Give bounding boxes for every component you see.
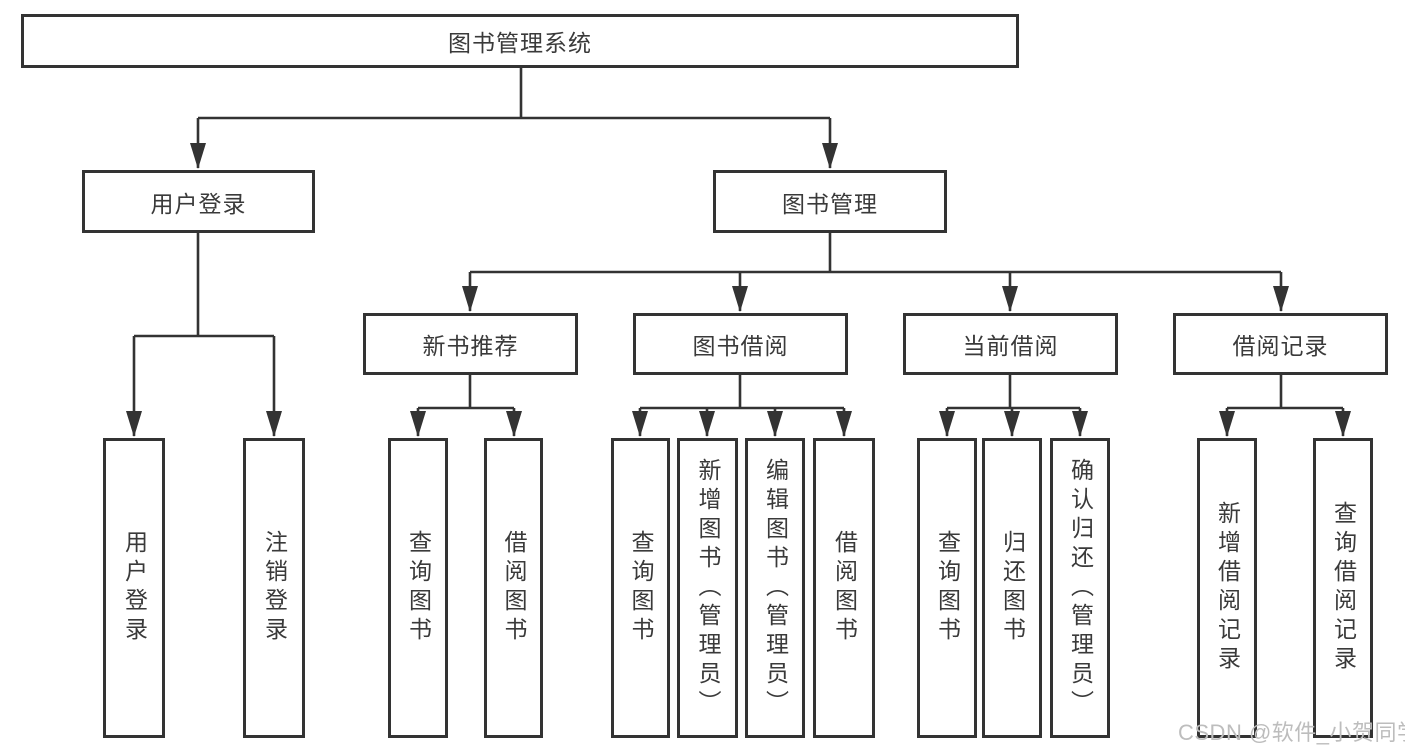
node-label: 注销登录 <box>261 530 288 646</box>
node-label: 新书推荐 <box>422 333 519 359</box>
node-label: 借阅图书 <box>501 530 527 646</box>
node-leaf-query-books-current: 查询图书 <box>917 438 977 738</box>
node-leaf-add-book-admin: 新增图书（管理员） <box>677 438 738 738</box>
node-user-login: 用户登录 <box>82 170 315 233</box>
node-library-system: 图书管理系统 <box>21 14 1019 68</box>
node-label: 当前借阅 <box>962 333 1059 359</box>
node-label: 图书借阅 <box>692 333 789 359</box>
node-label: 新增借阅记录 <box>1214 501 1241 675</box>
node-label: 查询借阅记录 <box>1330 501 1357 675</box>
node-label: 新增图书（管理员） <box>695 457 721 719</box>
node-label: 查询图书 <box>405 530 432 646</box>
node-book-management: 图书管理 <box>713 170 947 233</box>
node-new-book-recommend: 新书推荐 <box>363 313 578 375</box>
node-label: 用户登录 <box>121 530 148 646</box>
node-current-borrow: 当前借阅 <box>903 313 1118 375</box>
node-leaf-borrow-books-recommend: 借阅图书 <box>484 438 543 738</box>
watermark: CSDN @软件_小贺同学 <box>1178 720 1405 745</box>
node-label: 编辑图书（管理员） <box>762 457 789 719</box>
node-label: 借阅图书 <box>831 530 858 646</box>
node-borrow-records: 借阅记录 <box>1173 313 1388 375</box>
node-leaf-add-borrow-record: 新增借阅记录 <box>1197 438 1257 738</box>
node-leaf-logout: 注销登录 <box>243 438 305 738</box>
node-label: 借阅记录 <box>1232 333 1329 359</box>
node-leaf-query-books-borrow: 查询图书 <box>611 438 670 738</box>
node-leaf-query-books-recommend: 查询图书 <box>388 438 448 738</box>
node-leaf-edit-book-admin: 编辑图书（管理员） <box>745 438 805 738</box>
node-book-borrow: 图书借阅 <box>633 313 848 375</box>
node-leaf-user-login: 用户登录 <box>103 438 165 738</box>
node-label: 确认归还（管理员） <box>1067 457 1094 719</box>
node-label: 图书管理 <box>782 190 878 217</box>
node-leaf-query-borrow-record: 查询借阅记录 <box>1313 438 1373 738</box>
node-leaf-borrow-books: 借阅图书 <box>813 438 875 738</box>
node-leaf-return-books: 归还图书 <box>982 438 1042 738</box>
node-label: 查询图书 <box>934 530 961 646</box>
node-leaf-confirm-return-admin: 确认归还（管理员） <box>1050 438 1110 738</box>
node-label: 查询图书 <box>628 530 654 646</box>
node-label: 图书管理系统 <box>448 30 592 56</box>
node-label: 用户登录 <box>150 190 247 217</box>
node-label: 归还图书 <box>999 530 1026 646</box>
